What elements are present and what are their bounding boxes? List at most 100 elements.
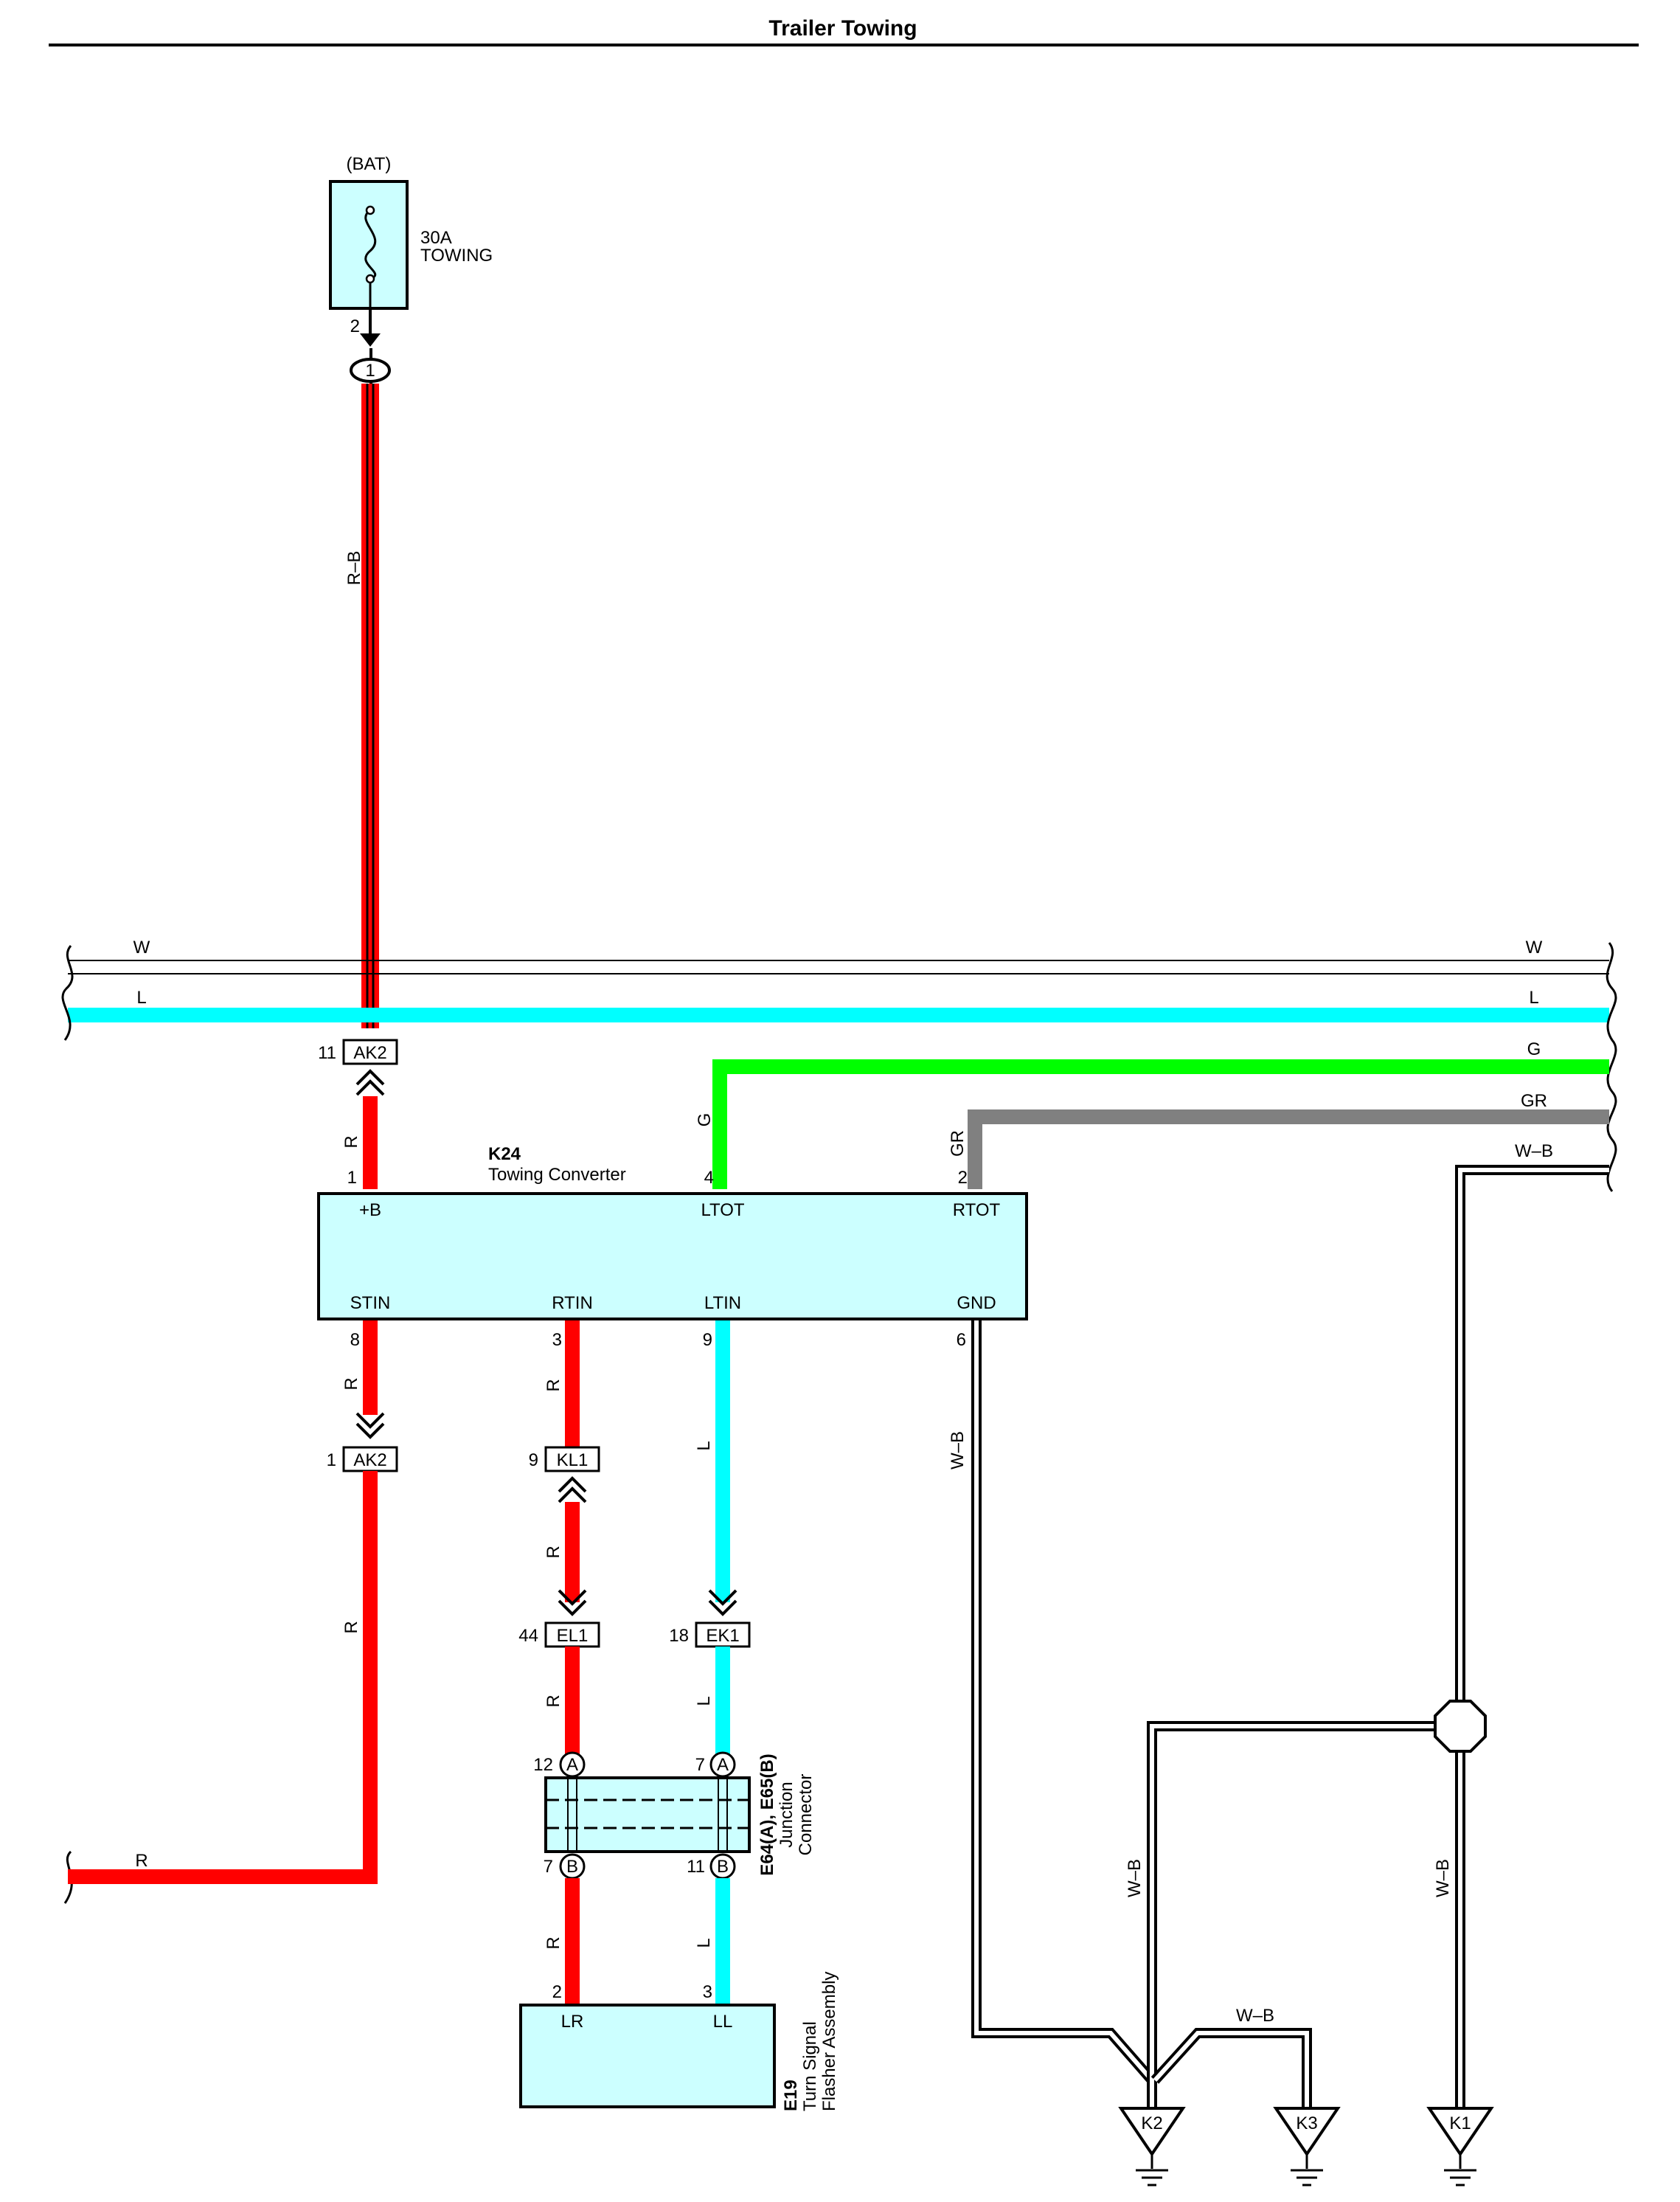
junction-pin-b1: 7 [544,1857,553,1877]
wire-label-r: R [544,1379,563,1391]
ground-k1: K1 [1426,2107,1494,2187]
wire-wb-k3-fill [1153,2031,1309,2108]
page-title: Trailer Towing [768,16,917,41]
fuse-name: TOWING [420,246,493,266]
splice-point-icon [1434,1700,1487,1753]
wire-r-left [68,1471,378,1884]
flasher-name-2: Flasher Assembly [819,1972,839,2111]
wire-l-to-junction [715,1647,730,1759]
junction-pin-b-letter: B [566,1857,578,1877]
break-mark-icon [1606,942,1617,1192]
connector-ak2-bottom [342,1446,398,1472]
wire-label-wb-top: W–B [1515,1141,1553,1161]
junction-code: E64(A), E65(B) [757,1753,777,1875]
towing-converter-box [317,1192,1028,1320]
wire-g [712,1059,1609,1189]
wire-wb-right [1455,1165,1609,1719]
wire-label-w-left: W [133,938,150,958]
wire-label-r: R [341,1135,361,1148]
connector-ak2-top [342,1039,398,1065]
pin-rtin: 3 [552,1330,562,1350]
connector-ak2-bottom-pin: 1 [327,1450,336,1470]
wire-label-r: R [341,1377,361,1390]
flasher-terminal-ll: LL [713,2012,733,2032]
wire-gr [968,1109,1609,1189]
wire-l-to-flasher [715,1878,730,2005]
ground-k1-label: K1 [1449,2113,1471,2133]
flasher-code: E19 [781,2080,801,2111]
connector-ak2-bottom-label: AK2 [353,1450,386,1470]
connector-chevron-icon [558,1476,587,1503]
connector-kl1-label: KL1 [557,1450,589,1470]
wire-r-rtin [565,1320,580,1453]
pin-stin: 8 [350,1330,360,1350]
connector-chevron-icon [708,1589,737,1616]
junction-pin-a2: 7 [695,1755,705,1775]
fuse-rating: 30A [420,228,452,248]
pin-ltot: 4 [704,1168,714,1188]
wire-label-rb: R–B [344,551,364,586]
junction-pin-a-letter: A [717,1755,729,1775]
connector-kl1 [544,1446,600,1472]
wire-l-bus [68,1008,1609,1022]
wire-label-r: R [341,1621,361,1633]
ground-triangle-icon [1118,2107,1186,2157]
junction-pin-a-icon [709,1751,736,1778]
wire-label-r: R [544,1694,563,1707]
terminal-rtin: RTIN [552,1293,593,1313]
wire-label-gr: GR [1521,1091,1547,1111]
wire-label-l: L [694,1938,714,1947]
connector-chevron-icon [355,1069,385,1096]
fuse-symbol-icon [364,209,377,280]
break-mark-icon [61,945,74,1041]
terminal-rtot: RTOT [953,1200,1001,1220]
connector-arrow-icon [360,333,381,347]
pin-gnd: 6 [957,1330,966,1350]
junction-name-1: Junction [777,1782,796,1847]
wire-label-wb: W–B [1433,1859,1453,1897]
terminal-ltin: LTIN [704,1293,741,1313]
junction-name-2: Connector [796,1774,816,1856]
wire-label-r: R [544,1545,563,1558]
junction-pin-a-icon [559,1751,586,1778]
wire-label-wb-k3: W–B [1236,2006,1274,2026]
pin-rtot: 2 [958,1168,968,1188]
wire-l-ltin [715,1320,730,1602]
wire-label-r-left: R [135,1851,147,1871]
flasher-terminal-lr: LR [561,2012,584,2032]
wire-label-l: L [694,1441,714,1450]
wire-label-g: G [1527,1039,1541,1059]
connector-el1-label: EL1 [557,1626,589,1646]
connector-chevron-icon [558,1589,587,1616]
connector-ek1-pin: 18 [669,1626,689,1646]
wire-wb-right-fill [1458,1168,1609,1719]
converter-code: K24 [488,1144,521,1164]
connector-ek1-label: EK1 [706,1626,739,1646]
wire-r-stin [363,1320,378,1415]
flasher-box [519,2004,776,2108]
wire-r-to-flasher [565,1878,580,2005]
connector-el1 [544,1621,600,1648]
ground-k3-label: K3 [1296,2113,1317,2133]
fuse-pin: 2 [350,316,360,336]
fuse-box [329,180,409,310]
ground-triangle-icon [1273,2107,1341,2157]
wire-label-r: R [544,1936,563,1949]
terminal-ltot: LTOT [701,1200,744,1220]
connector-ek1 [695,1621,751,1648]
wire-label-l-right: L [1529,988,1538,1008]
terminal-gnd: GND [957,1293,996,1313]
wire-wb-gnd [971,1320,1157,2108]
wire-label-gr-vertical: GR [948,1130,968,1157]
wire-label-wb: W–B [1125,1859,1145,1897]
junction-pin-a1: 12 [533,1755,553,1775]
wire-label-wb: W–B [948,1431,968,1469]
flasher-name-1: Turn Signal [800,2021,820,2111]
connector-kl1-pin: 9 [529,1450,538,1470]
flasher-pin-ll: 3 [703,1982,712,2002]
wire-r-b-terminal [363,1096,378,1189]
junction-1-icon [350,358,391,383]
junction-connector-box [544,1776,751,1853]
wire-label-l: L [694,1696,714,1706]
